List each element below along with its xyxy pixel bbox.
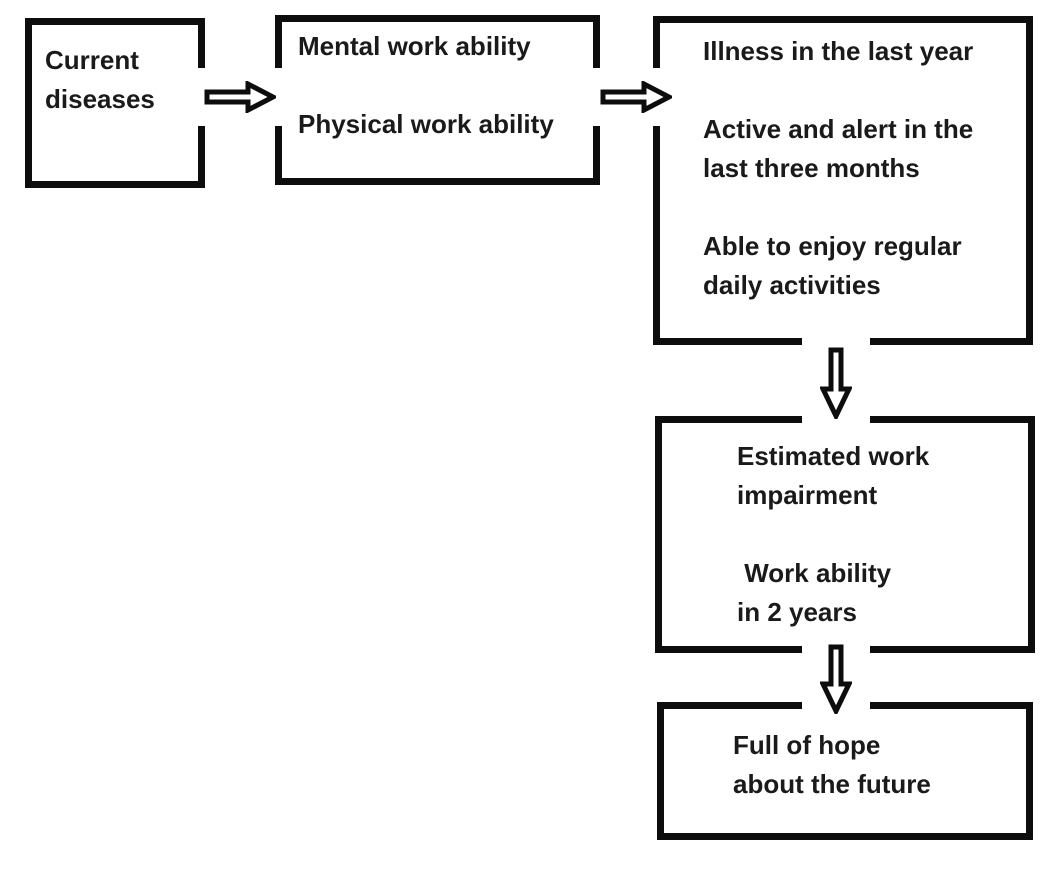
current-diseases-text: Current diseases: [45, 45, 155, 114]
block-arrow-right-icon: [600, 81, 672, 113]
box-estimated-impairment: Estimated work impairment Work ability i…: [655, 416, 1035, 653]
work-ability-2-years-text: Work ability in 2 years: [737, 558, 892, 627]
arrow-workability-to-health: [588, 68, 684, 126]
enjoy-activities-text: Able to enjoy regular daily activities: [703, 231, 962, 300]
arrow-current-to-workability: [192, 68, 288, 126]
block-arrow-right-icon: [204, 81, 276, 113]
block-arrow-down-icon: [820, 644, 852, 714]
box-work-ability: Mental work ability Physical work abilit…: [275, 15, 600, 185]
arrow-health-to-impairment: [802, 336, 870, 430]
box-health-status: Illness in the last year Active and aler…: [653, 16, 1033, 345]
physical-work-ability-text: Physical work ability: [298, 109, 554, 139]
block-arrow-down-icon: [820, 347, 852, 419]
mental-work-ability-text: Mental work ability: [298, 31, 531, 61]
active-alert-text: Active and alert in the last three month…: [703, 114, 974, 183]
box-current-diseases: Current diseases: [25, 18, 205, 188]
arrow-impairment-to-hope: [802, 642, 870, 716]
hope-future-text: Full of hope about the future: [733, 730, 931, 799]
estimated-impairment-text: Estimated work impairment: [737, 441, 930, 510]
box-hope-future: Full of hope about the future: [657, 702, 1033, 840]
illness-last-year-text: Illness in the last year: [703, 36, 974, 66]
